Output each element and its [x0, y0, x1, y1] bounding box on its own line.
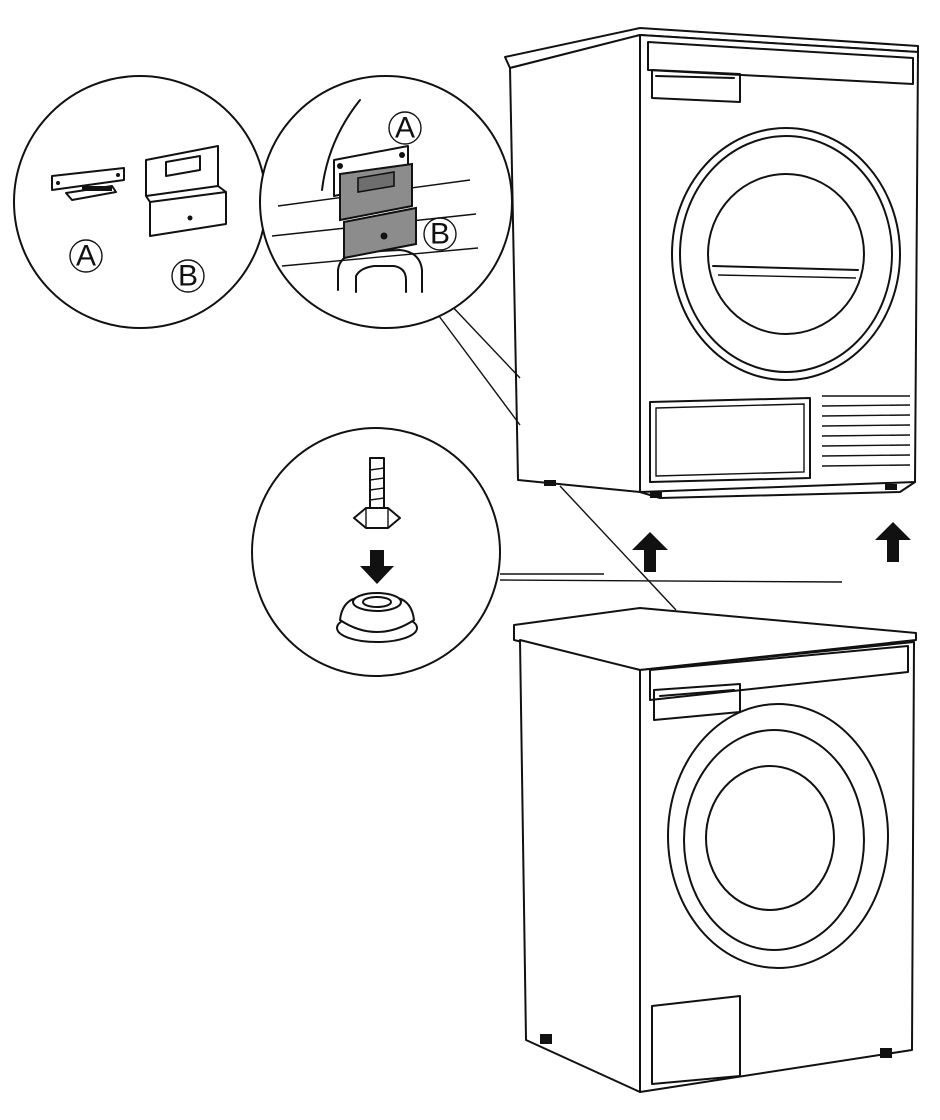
- bracket-b: [145, 145, 227, 237]
- washer-door: [667, 703, 889, 969]
- washing-machine: [513, 607, 917, 1093]
- leader-lines: [435, 301, 843, 611]
- arrow-up-icon: [632, 532, 668, 572]
- callout-foot-suction-cup: [251, 427, 501, 677]
- suction-cup: [336, 592, 418, 643]
- label-b: B: [178, 260, 198, 293]
- callout-brackets-loose: A B: [13, 75, 267, 329]
- dryer: [504, 27, 919, 499]
- label-a: A: [395, 112, 415, 145]
- dryer-door: [671, 127, 901, 381]
- bracket-a: [51, 167, 125, 201]
- dryer-vent-grille: [821, 395, 911, 467]
- label-b: B: [430, 218, 450, 251]
- label-a: A: [76, 240, 96, 273]
- callout-brackets-mounted: A B: [259, 75, 513, 329]
- arrow-up-icon: [875, 522, 911, 562]
- adjustable-foot: [353, 457, 401, 529]
- bracket-b-mounted: [339, 162, 417, 260]
- arrow-down-icon: [360, 550, 394, 584]
